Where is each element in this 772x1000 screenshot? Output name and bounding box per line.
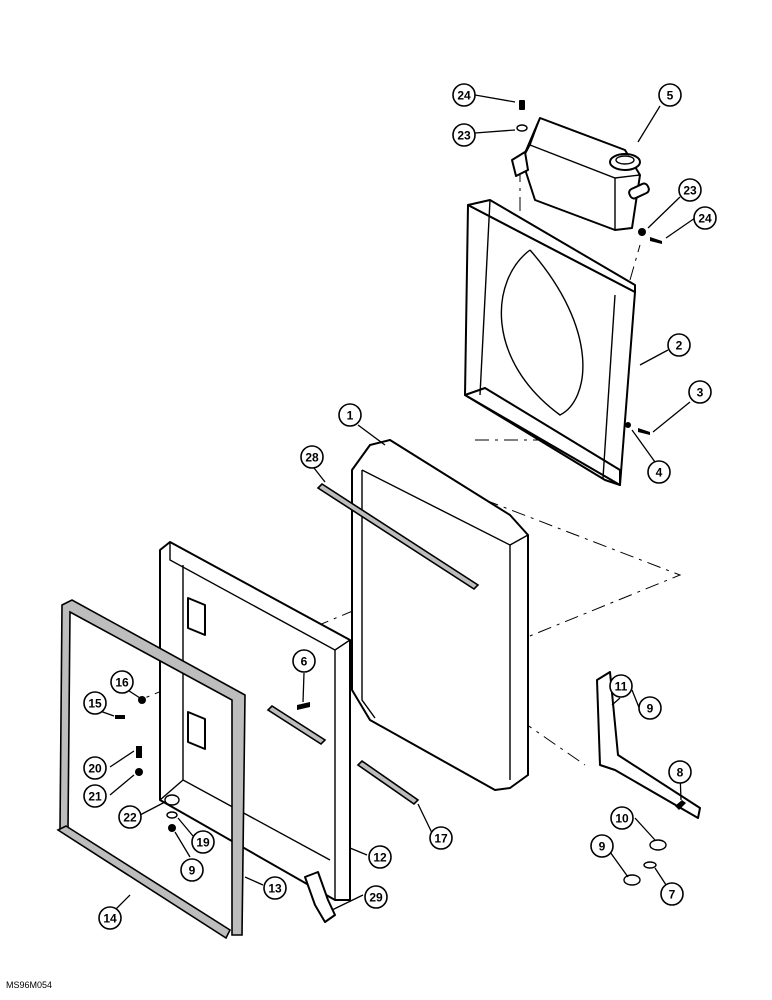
callout-28: 28 <box>300 445 324 469</box>
callout-label: 28 <box>305 451 319 465</box>
nut-9-left <box>168 824 176 832</box>
callout-1: 1 <box>338 403 362 427</box>
washer-7 <box>643 861 657 869</box>
rear-frame <box>159 541 351 901</box>
bolt-15 <box>115 715 125 719</box>
bolt-20 <box>136 746 142 758</box>
callout-9: 9 <box>180 858 204 882</box>
callout-label: 16 <box>115 676 129 690</box>
callout-label: 23 <box>683 184 697 198</box>
callout-3: 3 <box>688 380 712 404</box>
callout-17: 17 <box>429 826 453 850</box>
callout-label: 9 <box>599 840 606 854</box>
callout-21: 21 <box>83 784 107 808</box>
callout-label: 3 <box>697 386 704 400</box>
washer-23-top <box>516 124 528 132</box>
callout-5: 5 <box>658 83 682 107</box>
callout-9: 9 <box>638 696 662 720</box>
callout-label: 11 <box>615 680 628 694</box>
callout-label: 17 <box>434 832 448 846</box>
callout-label: 7 <box>669 888 676 902</box>
callout-label: 14 <box>103 912 117 926</box>
callout-label: 5 <box>667 89 674 103</box>
callout-label: 9 <box>189 864 196 878</box>
callout-8: 8 <box>668 760 692 784</box>
bolt-6 <box>297 702 310 710</box>
callout-4: 4 <box>647 460 671 484</box>
bottom-bracket <box>304 871 336 923</box>
callout-6: 6 <box>292 649 316 673</box>
callout-label: 2 <box>676 339 683 353</box>
foam-strips <box>266 482 480 806</box>
fan-shroud <box>464 199 636 486</box>
callout-label: 4 <box>656 466 663 480</box>
callout-2: 2 <box>667 333 691 357</box>
callout-23: 23 <box>452 123 476 147</box>
callout-15: 15 <box>83 691 107 715</box>
callout-label: 6 <box>301 655 308 669</box>
bolt-3 <box>638 428 650 435</box>
washer-21 <box>135 768 143 776</box>
callout-label: 22 <box>123 811 137 825</box>
callout-29: 29 <box>364 885 388 909</box>
washer-19 <box>166 811 178 819</box>
callout-24: 24 <box>452 83 476 107</box>
callout-label: 29 <box>369 891 383 905</box>
bottom-seal <box>56 825 232 940</box>
callout-label: 1 <box>347 409 354 423</box>
callout-7: 7 <box>660 882 684 906</box>
callout-11: 11 <box>609 674 633 698</box>
callout-label: 24 <box>457 89 471 103</box>
callout-label: 23 <box>457 129 471 143</box>
callout-20: 20 <box>83 756 107 780</box>
bushing-10 <box>649 839 667 851</box>
radiator <box>351 439 529 791</box>
callout-16: 16 <box>110 670 134 694</box>
callout-label: 13 <box>268 882 282 896</box>
callout-10: 10 <box>610 806 634 830</box>
callout-label: 15 <box>88 697 102 711</box>
callout-label: 9 <box>647 702 654 716</box>
callout-24: 24 <box>693 206 717 230</box>
callout-label: 10 <box>615 812 629 826</box>
nut-9-bottom <box>623 874 641 886</box>
mount-22 <box>164 794 180 806</box>
callout-label: 12 <box>373 851 387 865</box>
washer-4 <box>625 422 631 428</box>
figure-id: MS96M054 <box>6 980 53 990</box>
callout-label: 8 <box>677 766 684 780</box>
bolt-8 <box>675 800 686 810</box>
callout-12: 12 <box>368 845 392 869</box>
callout-13: 13 <box>263 876 287 900</box>
callout-22: 22 <box>118 805 142 829</box>
callout-14: 14 <box>98 906 122 930</box>
callout-19: 19 <box>191 830 215 854</box>
callout-label: 21 <box>88 790 102 804</box>
callout-label: 24 <box>698 212 712 226</box>
washer-23-right <box>638 228 646 236</box>
top-tank <box>511 117 650 231</box>
callout-label: 20 <box>88 762 102 776</box>
leader-lines <box>99 94 696 911</box>
callout-label: 19 <box>196 836 210 850</box>
bolt-24-top <box>519 100 525 110</box>
callout-23: 23 <box>678 178 702 202</box>
bolt-24-right <box>650 237 662 244</box>
callout-9: 9 <box>590 834 614 858</box>
